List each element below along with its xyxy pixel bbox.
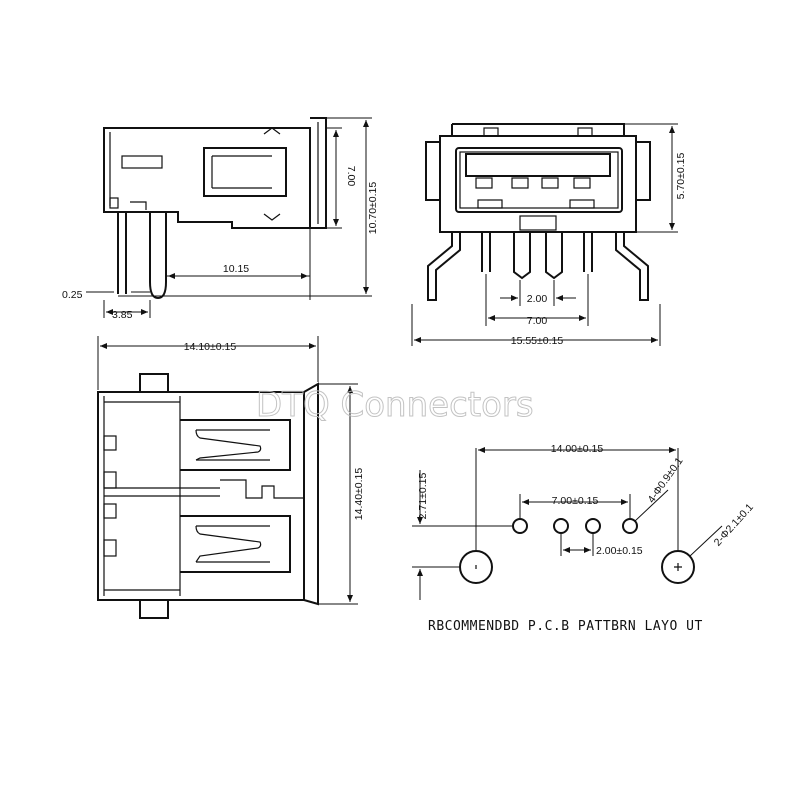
pcb-dim-large-holes: 2-Φ2.1±0.1 <box>712 501 756 548</box>
pcb-caption: RBCOMMENDBD P.C.B PATTBRN LAYO UT <box>428 619 703 634</box>
mount-hole-right <box>661 550 695 584</box>
side-dim-height-total: 10.70±0.15 <box>367 182 379 235</box>
pin-hole-2 <box>553 518 569 534</box>
pcb-dim-pin-pitch: 2.00±0.15 <box>596 545 643 557</box>
pcb-dim-small-holes: 4-Φ0.9±0.1 <box>646 455 686 505</box>
pcb-dim-row-offset: 2.71±0.15 <box>417 473 429 520</box>
pin-hole-1 <box>512 518 528 534</box>
side-dim-pin-offset: 3.85 <box>112 309 133 321</box>
front-dim-pin-span: 7.00 <box>527 315 548 327</box>
side-dim-pin-length: 10.15 <box>223 263 249 275</box>
top-view: 14.10±0.15 14.40±0.15 <box>97 336 365 619</box>
front-dim-height: 5.70±0.15 <box>675 153 687 200</box>
front-dim-width: 15.55±0.15 <box>511 335 564 347</box>
pcb-layout: 14.00±0.15 7.00±0.15 2.00±0.15 2.71±0.15… <box>412 443 756 634</box>
pcb-dim-mount-spacing: 14.00±0.15 <box>551 443 604 455</box>
front-dim-pitch-inner: 2.00 <box>527 293 548 305</box>
front-view: 5.70±0.15 2.00 7.00 15.55±0.15 <box>411 123 687 347</box>
side-dim-height-inner: 7.00 <box>345 166 357 187</box>
watermark: DTQ Connectors <box>256 385 534 425</box>
top-dim-length: 14.10±0.15 <box>184 341 237 353</box>
side-dim-pin-thickness: 0.25 <box>62 289 83 301</box>
pcb-dim-outer-pins: 7.00±0.15 <box>552 495 599 507</box>
side-view: 7.00 10.70±0.15 10.15 0.25 3.85 <box>62 117 379 321</box>
top-dim-width: 14.40±0.15 <box>353 468 365 521</box>
pin-hole-4 <box>622 518 638 534</box>
pin-hole-3 <box>585 518 601 534</box>
